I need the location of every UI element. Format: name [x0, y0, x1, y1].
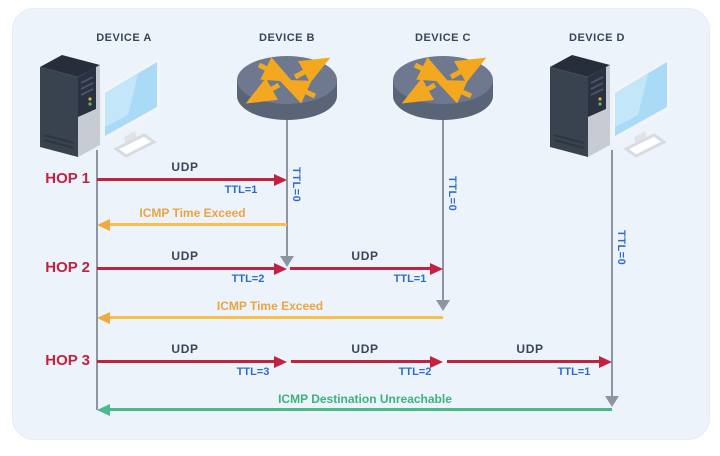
hop1-ttl-label: TTL=1	[224, 184, 258, 196]
lifeline-device-a	[96, 150, 98, 410]
computer-icon-device-a	[40, 55, 160, 158]
device-a-label: DEVICE A	[96, 32, 152, 44]
hop2-icmp-label: ICMP Time Exceed	[216, 299, 324, 313]
hop2-udp-label-2: UDP	[351, 249, 379, 263]
device-c-label: DEVICE C	[415, 32, 471, 44]
hop3-icmp-arrow	[97, 403, 612, 416]
ttl-zero-label-device-d: TTL=0	[615, 230, 627, 266]
hop3-udp-arrow-1	[97, 355, 287, 368]
computer-icon-device-d	[550, 55, 670, 158]
hop3-label: HOP 3	[45, 352, 90, 369]
hop1-icmp-arrow	[97, 218, 287, 231]
hop2-icmp-arrow	[97, 311, 443, 324]
router-icon-device-c	[393, 56, 493, 120]
hop2-ttl-label-2: TTL=1	[393, 273, 427, 285]
device-b-label: DEVICE B	[259, 32, 315, 44]
hop1-udp-label: UDP	[171, 160, 199, 174]
hop3-udp-label-1: UDP	[171, 342, 199, 356]
ttl-zero-label-device-b: TTL=0	[290, 167, 302, 203]
router-icon-device-b	[237, 56, 337, 120]
hop3-udp-arrow-3	[447, 355, 612, 368]
hop3-ttl-label-3: TTL=1	[557, 366, 591, 378]
lifeline-end-arrow-device-b	[280, 256, 294, 267]
hop1-udp-arrow	[97, 173, 287, 186]
hop2-udp-arrow-2	[290, 262, 443, 275]
lifeline-end-arrow-device-c	[436, 300, 450, 311]
hop2-ttl-label-1: TTL=2	[231, 273, 265, 285]
lifeline-end-arrow-device-d	[605, 396, 619, 407]
hop3-ttl-label-1: TTL=3	[236, 366, 270, 378]
hop1-label: HOP 1	[45, 170, 90, 187]
hop3-udp-label-3: UDP	[516, 342, 544, 356]
lifeline-device-b	[286, 114, 288, 256]
lifeline-device-c	[442, 114, 444, 300]
hop2-label: HOP 2	[45, 259, 90, 276]
hop1-icmp-label: ICMP Time Exceed	[139, 206, 246, 220]
hop3-ttl-label-2: TTL=2	[398, 366, 432, 378]
hop3-udp-arrow-2	[291, 355, 443, 368]
hop3-udp-label-2: UDP	[351, 342, 379, 356]
ttl-zero-label-device-c: TTL=0	[446, 176, 458, 212]
hop2-udp-arrow-1	[97, 262, 287, 275]
hop3-icmp-label: ICMP Destination Unreachable	[278, 392, 452, 406]
hop2-udp-label-1: UDP	[171, 249, 199, 263]
device-d-label: DEVICE D	[569, 32, 625, 44]
lifeline-device-d	[611, 150, 613, 396]
